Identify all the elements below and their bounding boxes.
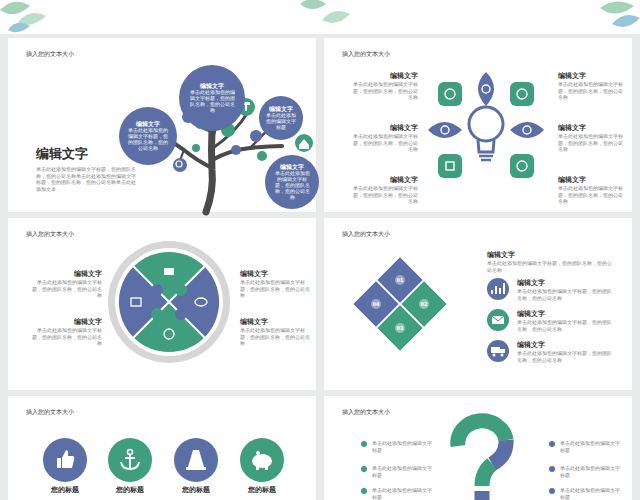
text-circle: 编辑文字单击此处添加您的编辑文字标题 (259, 96, 303, 140)
icon-circle: 您的标题 (108, 438, 152, 482)
circle-caption: 您的标题 (161, 486, 231, 495)
text-circle: 编辑文字单击此处添加您的编辑文字标题，您的团队名称，您的公司名称 (119, 107, 177, 165)
heading: 编辑文字 (350, 176, 418, 184)
circle-text: 编辑文字单击此处添加您的编辑文字标题 (265, 105, 297, 130)
body-text: 单击此处添加您的编辑文字标题，您的团队名称，您的公司名称 (517, 319, 613, 332)
bullets (361, 441, 555, 494)
heading: 编辑文字 (558, 176, 624, 184)
body-text: 单击此处添加您的编辑文字标题，您的团队名称，您的公司名称 (517, 288, 613, 301)
icon-circle: 您的标题 (43, 438, 87, 482)
callout-number: 03 (393, 325, 407, 332)
heading: 编辑文字 (517, 279, 613, 287)
body-text: 单击此处添加您的编辑文字标题，您的团队名称，您的公司名称 (558, 133, 624, 153)
heading: 编辑文字 (558, 124, 624, 132)
bullet-text: 单击此处添加您的编辑文字标题 (560, 487, 624, 500)
bulb (428, 72, 544, 178)
text-circle: 编辑文字单击此处添加您的编辑文字标题，您的团队名称，您的公司名称 (265, 155, 319, 209)
icon-circle: 您的标题 (240, 438, 284, 482)
heading: 编辑文字 (517, 341, 613, 349)
question-mark (458, 421, 506, 500)
body-text: 单击此处添加您的编辑文字标题，您的团队名称，您的公司名称 (487, 260, 612, 273)
circle-text: 编辑文字单击此处添加您的编辑文字标题，您的团队名称，您的公司名称 (273, 163, 312, 200)
heading: 编辑文字 (517, 310, 613, 318)
heading: 编辑文字 (240, 270, 312, 278)
circle-shape (240, 438, 284, 482)
slide-title: 插入您的文本大小 (342, 408, 390, 416)
callout-number: 01 (393, 277, 407, 284)
header-band (0, 0, 640, 34)
heading: 编辑文字 (350, 72, 418, 80)
body-text: 单击此处添加您的编辑文字标题，您的团队名称，您的公司名称 (350, 81, 418, 101)
bullet-text: 单击此处添加您的编辑文字标题 (560, 465, 624, 478)
slide-title: 插入您的文本大小 (26, 408, 74, 416)
circle-body: 单击此处添加您的编辑文字标题，您的团队名称，您的公司名称 (188, 90, 236, 113)
heading: 编辑文字 (558, 72, 624, 80)
puzzle-circle (108, 241, 230, 363)
slide-title: 插入您的文本大小 (26, 50, 74, 58)
body-text: 单击此处添加您的编辑文字标题，您的团队名称，您的公司名称单击此处添加您的编辑文字… (36, 166, 136, 192)
slide-panel: 插入您的文本大小 (8, 218, 316, 390)
body-text: 单击此处添加您的编辑文字标题，您的团队名称，您的公司名称 (350, 185, 418, 205)
slide-title: 插入您的文本大小 (26, 230, 74, 238)
big-heading: 编辑文字 (36, 146, 146, 163)
circle-caption: 您的标题 (95, 486, 165, 495)
body-text: 单击此处添加您的编辑文字标题，您的团队名称，您的公司名称 (517, 350, 613, 363)
circle-heading: 编辑文字 (188, 82, 236, 90)
circle-text: 编辑文字单击此处添加您的编辑文字标题，您的团队名称，您的公司名称 (127, 120, 169, 151)
body-text: 单击此处添加您的编辑文字标题，您的团队名称，您的公司名称 (350, 133, 418, 153)
heading: 编辑文字 (30, 318, 102, 326)
circle-shape (43, 438, 87, 482)
heading: 编辑文字 (487, 251, 612, 259)
circle-heading: 编辑文字 (265, 105, 297, 113)
callout-number: 04 (369, 301, 383, 308)
circle-shape (108, 438, 152, 482)
circle-body: 单击此处添加您的编辑文字标题 (265, 113, 297, 131)
circle-shape (174, 438, 218, 482)
row-icons (487, 278, 509, 362)
slide-panel: 插入您的文本大小 (324, 396, 632, 500)
bullet-text: 单击此处添加您的编辑文字标题 (372, 465, 436, 478)
slide-panels (8, 38, 632, 500)
circle-caption: 您的标题 (227, 486, 297, 495)
bullet-text: 单击此处添加您的编辑文字标题 (372, 440, 436, 453)
circle-body: 单击此处添加您的编辑文字标题，您的团队名称，您的公司名称 (273, 171, 312, 200)
body-text: 单击此处添加您的编辑文字标题，您的团队名称，您的公司名称 (558, 185, 624, 205)
body-text: 单击此处添加您的编辑文字标题，您的团队名称，您的公司名称 (558, 81, 624, 101)
circle-caption: 您的标题 (30, 486, 100, 495)
body-text: 单击此处添加您的编辑文字标题，您的团队名称，您的公司名称 (30, 327, 102, 347)
slide-panel: 插入您的文本大小 (324, 218, 632, 390)
icon-circle: 您的标题 (174, 438, 218, 482)
circle-heading: 编辑文字 (273, 163, 312, 171)
body-text: 单击此处添加您的编辑文字标题，您的团队名称，您的公司名称 (30, 279, 102, 299)
circle-body: 单击此处添加您的编辑文字标题，您的团队名称，您的公司名称 (127, 128, 169, 151)
body-text: 单击此处添加您的编辑文字标题，您的团队名称，您的公司名称 (240, 327, 312, 347)
bullet-text: 单击此处添加您的编辑文字标题 (560, 440, 624, 453)
callout-number: 02 (417, 301, 431, 308)
text-circle: 编辑文字单击此处添加您的编辑文字标题，您的团队名称，您的公司名称 (179, 65, 245, 131)
heading: 编辑文字 (240, 318, 312, 326)
body-text: 单击此处添加您的编辑文字标题，您的团队名称，您的公司名称 (240, 279, 312, 299)
circle-heading: 编辑文字 (127, 120, 169, 128)
bullet-text: 单击此处添加您的编辑文字标题 (372, 487, 436, 500)
slide-panel: 插入您的文本大小您的标题您的标题您的标题您的标题 (8, 396, 316, 500)
circle-text: 编辑文字单击此处添加您的编辑文字标题，您的团队名称，您的公司名称 (188, 82, 236, 113)
slide-title: 插入您的文本大小 (342, 50, 390, 58)
heading: 编辑文字 (350, 124, 418, 132)
header-leaves (0, 0, 640, 32)
heading: 编辑文字 (30, 270, 102, 278)
slide-title: 插入您的文本大小 (342, 230, 390, 238)
diamond-puzzle (353, 257, 446, 350)
